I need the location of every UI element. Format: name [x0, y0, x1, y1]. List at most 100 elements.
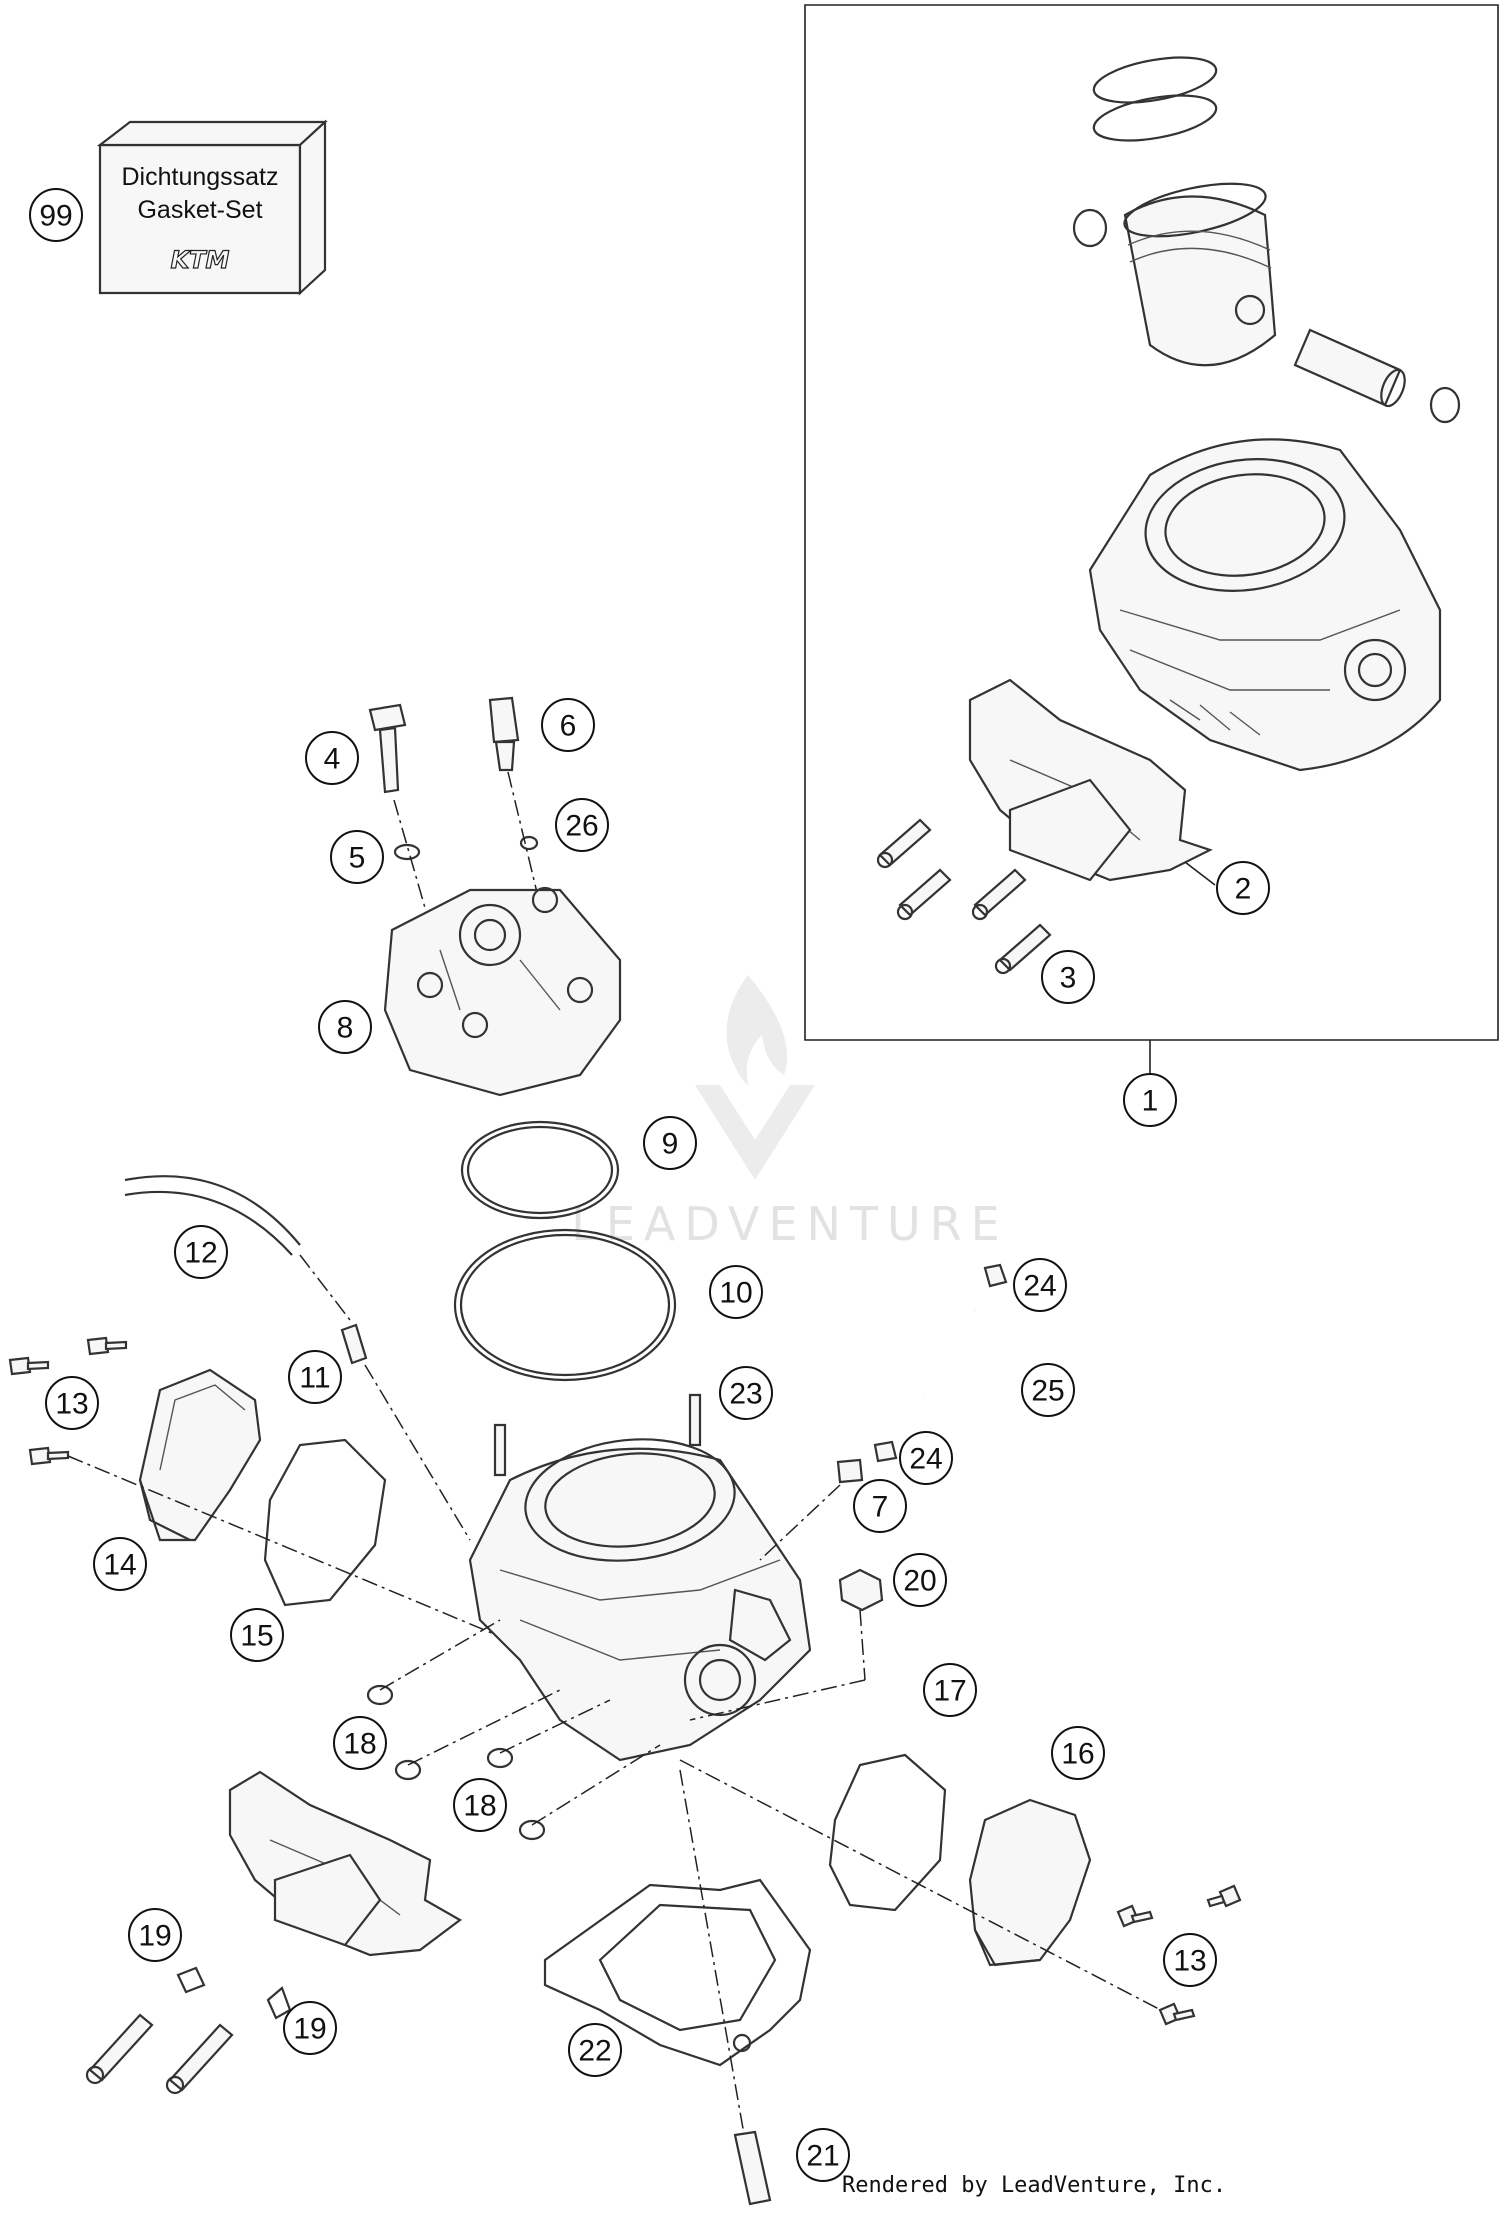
callout-9: 9 [643, 1116, 697, 1170]
callout-circle [333, 1716, 387, 1770]
o-ring-large [453, 1228, 677, 1382]
gasket-set-box: Dichtungssatz Gasket-Set KTM [96, 119, 328, 296]
sealing-washers [366, 1684, 546, 1841]
gasket-set-label-line2: Gasket-Set [137, 196, 262, 224]
gasket-set-label-line1: Dichtungssatz [121, 163, 278, 191]
callout-number: 24 [1023, 1270, 1056, 1303]
bolts-right [1116, 1884, 1242, 2026]
hose-clamp-upper [983, 1263, 1008, 1288]
callout-circle [1123, 1073, 1177, 1127]
callout-23: 23 [719, 1366, 773, 1420]
callout-number: 7 [872, 1491, 889, 1524]
callout-number: 25 [1031, 1375, 1064, 1408]
callout-number: 2 [1235, 873, 1252, 906]
callout-12: 12 [174, 1225, 228, 1279]
callout-circle [1021, 1363, 1075, 1417]
callout-group: 9912345626891012111314152324257201817161… [29, 188, 1270, 2182]
callout-20: 20 [893, 1553, 947, 1607]
callout-number: 12 [184, 1237, 217, 1270]
callout-circle [174, 1225, 228, 1279]
power-valve-cover-right [968, 1798, 1092, 1967]
callout-number: 18 [343, 1728, 376, 1761]
callout-number: 11 [299, 1362, 330, 1395]
callout-4: 4 [305, 731, 359, 785]
callout-number: 13 [55, 1388, 88, 1421]
piston-circlip-left [1072, 208, 1108, 248]
callout-19: 19 [283, 2001, 337, 2055]
callout-circle [643, 1116, 697, 1170]
callout-26: 26 [555, 798, 609, 852]
render-credit: Rendered by LeadVenture, Inc. [842, 2173, 1226, 2198]
callout-13: 13 [45, 1376, 99, 1430]
callout-circle [283, 2001, 337, 2055]
cylinder-head-bolt [368, 703, 407, 794]
callout-circle [568, 2023, 622, 2077]
callout-number: 15 [240, 1620, 273, 1653]
callout-25: 25 [1021, 1363, 1075, 1417]
callout-circle [1163, 1933, 1217, 1987]
callout-24: 24 [899, 1431, 953, 1485]
callout-number: 19 [138, 1920, 171, 1953]
callout-number: 4 [324, 743, 341, 776]
callout-number: 99 [39, 200, 72, 233]
callout-circle [709, 1265, 763, 1319]
callout-circle [93, 1537, 147, 1591]
cylinder-head-washer [393, 843, 421, 861]
callout-11: 11 [288, 1350, 342, 1404]
leadventure-watermark: LEADVENTURE [571, 975, 1009, 1251]
callout-1: 1 [1123, 1073, 1177, 1127]
base-dowel-pin [733, 2130, 772, 2206]
callout-22: 22 [568, 2023, 622, 2077]
callout-15: 15 [230, 1608, 284, 1662]
callout-number: 9 [662, 1128, 679, 1161]
cylinder-kit-exhaust-flange [968, 678, 1213, 882]
callout-circle [796, 2128, 850, 2182]
callout-18: 18 [333, 1716, 387, 1770]
watermark-v-icon [695, 1085, 815, 1180]
callout-number: 10 [719, 1277, 752, 1310]
lock-plate-left [176, 1966, 206, 1994]
callout-21: 21 [796, 2128, 850, 2182]
watermark-text: LEADVENTURE [571, 1197, 1009, 1251]
callout-number: 13 [1173, 1945, 1206, 1978]
callout-circle [453, 1778, 507, 1832]
callout-number: 21 [806, 2140, 839, 2173]
callout-14: 14 [93, 1537, 147, 1591]
callout-circle [853, 1479, 907, 1533]
cylinder-kit-bolts [876, 818, 1052, 975]
callout-circle [330, 830, 384, 884]
callout-circle [555, 798, 609, 852]
callout-circle [45, 1376, 99, 1430]
callout-number: 24 [909, 1443, 942, 1476]
callout-number: 26 [565, 810, 598, 843]
cap-nut [838, 1568, 884, 1612]
dowel-pin-right [688, 1393, 702, 1447]
callout-circle [719, 1366, 773, 1420]
cylinder-head [383, 886, 622, 1097]
cylinder-kit-frame [804, 4, 1499, 1041]
callout-circle [923, 1663, 977, 1717]
dowel-pin-left [493, 1423, 507, 1477]
callout-circle [230, 1608, 284, 1662]
callout-number: 17 [933, 1675, 966, 1708]
callout-number: 19 [293, 2013, 326, 2046]
callout-number: 8 [337, 1012, 354, 1045]
callout-circle [1216, 861, 1270, 915]
cylinder-base-gasket [543, 1878, 812, 2067]
callout-circle [899, 1431, 953, 1485]
power-valve-gasket-right [828, 1753, 947, 1912]
vent-nipple [340, 1323, 368, 1365]
callout-number: 20 [903, 1565, 936, 1598]
callout-circle [318, 1000, 372, 1054]
callout-circle [305, 731, 359, 785]
hose-clamp-lower [873, 1440, 898, 1463]
callout-2: 2 [1216, 861, 1270, 915]
o-ring-small [460, 1120, 620, 1220]
callout-3: 3 [1041, 950, 1095, 1004]
callout-6: 6 [541, 698, 595, 752]
callout-number: 14 [103, 1549, 136, 1582]
callout-19: 19 [128, 1908, 182, 1962]
callout-number: 6 [560, 710, 577, 743]
lock-plate-right [266, 1986, 292, 2020]
callout-number: 1 [1142, 1085, 1159, 1118]
